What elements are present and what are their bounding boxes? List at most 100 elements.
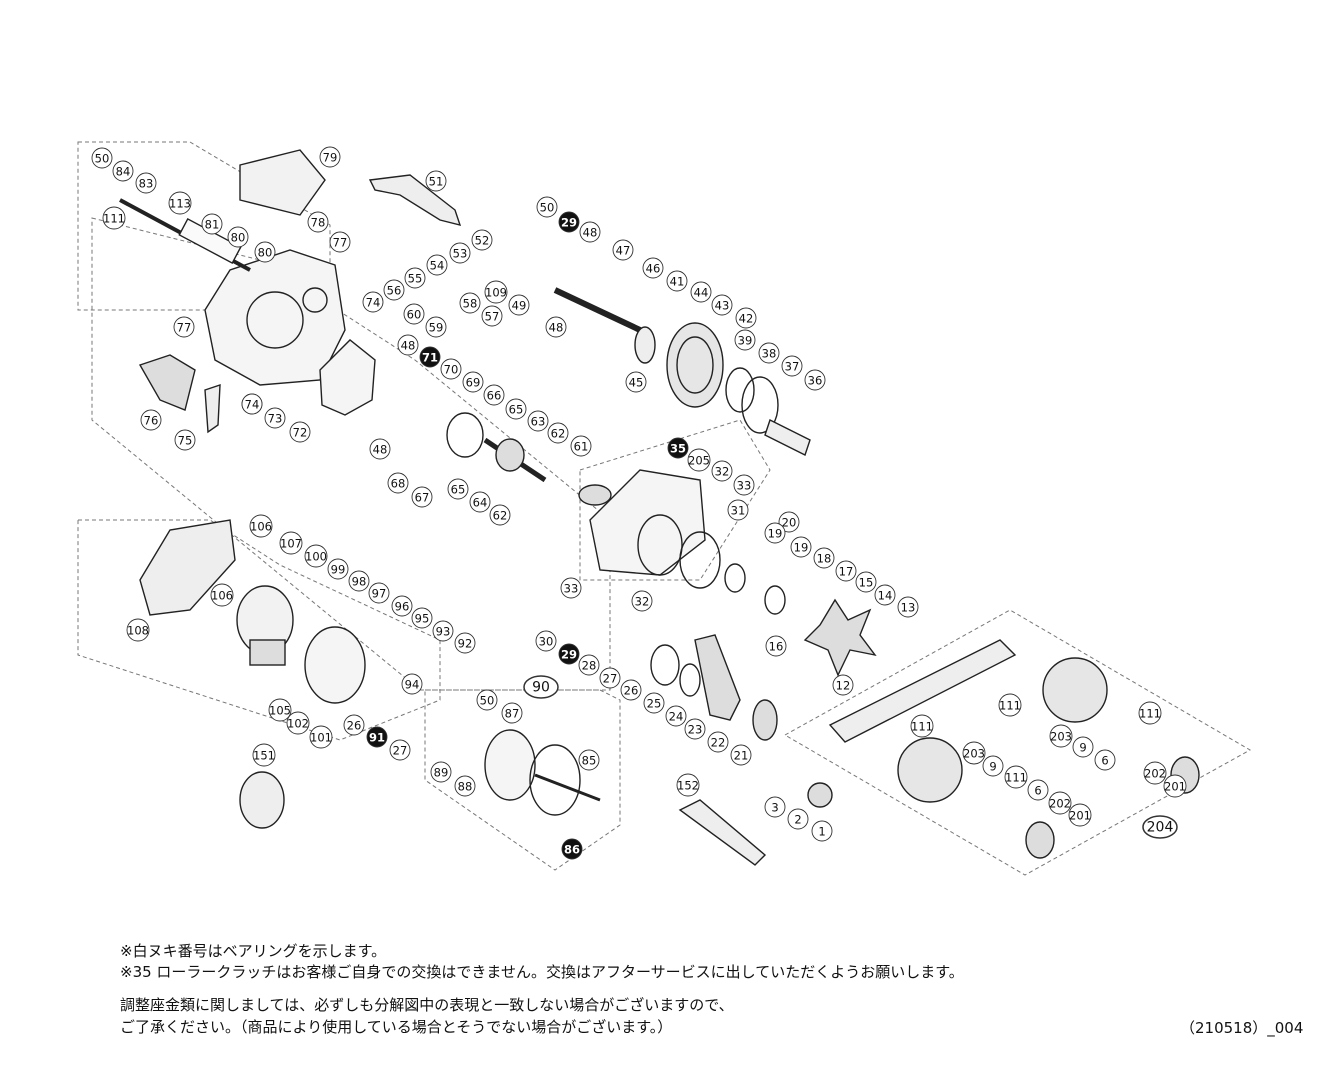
svg-text:6: 6 <box>1034 784 1041 798</box>
part-label-32: 32 <box>631 590 653 612</box>
svg-text:48: 48 <box>583 226 598 240</box>
svg-text:202: 202 <box>1049 797 1071 811</box>
svg-text:38: 38 <box>762 347 777 361</box>
part-label-32: 32 <box>711 460 733 482</box>
part-label-33: 33 <box>733 474 755 496</box>
part-label-74: 74 <box>362 291 384 313</box>
svg-text:41: 41 <box>670 275 685 289</box>
svg-text:45: 45 <box>629 376 644 390</box>
part-label-27: 27 <box>599 667 621 689</box>
part-label-91: 91 <box>366 726 388 748</box>
part-label-35: 35 <box>667 437 689 459</box>
svg-text:35: 35 <box>670 442 686 456</box>
part-label-79: 79 <box>319 146 341 168</box>
svg-text:91: 91 <box>369 731 385 745</box>
part-label-3: 3 <box>764 796 786 818</box>
svg-text:86: 86 <box>564 843 580 857</box>
part-label-202: 202 <box>1048 791 1072 815</box>
svg-text:49: 49 <box>512 299 527 313</box>
svg-text:98: 98 <box>352 575 367 589</box>
part-label-86: 86 <box>561 838 583 860</box>
svg-text:113: 113 <box>169 197 191 211</box>
svg-text:93: 93 <box>436 625 451 639</box>
svg-text:80: 80 <box>258 246 273 260</box>
svg-text:111: 111 <box>103 212 125 226</box>
part-label-61: 61 <box>570 435 592 457</box>
svg-text:17: 17 <box>839 565 854 579</box>
part-label-23: 23 <box>684 718 706 740</box>
svg-text:12: 12 <box>836 679 851 693</box>
svg-text:2: 2 <box>794 813 801 827</box>
svg-text:60: 60 <box>407 308 422 322</box>
part-label-56: 56 <box>383 279 405 301</box>
svg-text:72: 72 <box>293 426 308 440</box>
part-label-41: 41 <box>666 270 688 292</box>
part-label-29: 29 <box>558 643 580 665</box>
svg-text:151: 151 <box>253 749 275 763</box>
svg-text:71: 71 <box>422 351 438 365</box>
svg-text:58: 58 <box>463 297 478 311</box>
svg-text:74: 74 <box>366 296 381 310</box>
svg-text:48: 48 <box>549 321 564 335</box>
part-label-96: 96 <box>391 595 413 617</box>
svg-text:32: 32 <box>715 465 730 479</box>
svg-text:109: 109 <box>485 286 507 300</box>
svg-text:29: 29 <box>561 216 577 230</box>
svg-text:87: 87 <box>505 707 520 721</box>
part-label-59: 59 <box>425 316 447 338</box>
svg-text:67: 67 <box>415 491 430 505</box>
part-label-202: 202 <box>1143 761 1167 785</box>
part-label-75: 75 <box>174 429 196 451</box>
part-label-24: 24 <box>665 705 687 727</box>
svg-text:201: 201 <box>1069 809 1091 823</box>
svg-text:81: 81 <box>205 218 220 232</box>
svg-text:102: 102 <box>287 717 309 731</box>
svg-text:73: 73 <box>268 412 283 426</box>
part-label-205: 205 <box>687 448 711 472</box>
svg-text:30: 30 <box>539 635 554 649</box>
svg-text:203: 203 <box>1050 730 1072 744</box>
svg-text:52: 52 <box>475 234 490 248</box>
part-label-78: 78 <box>307 211 329 233</box>
part-label-50: 50 <box>91 147 113 169</box>
svg-text:39: 39 <box>738 334 753 348</box>
svg-text:88: 88 <box>458 780 473 794</box>
svg-text:204: 204 <box>1147 820 1174 836</box>
part-label-71: 71 <box>419 346 441 368</box>
part-label-6: 6 <box>1094 749 1116 771</box>
part-label-54: 54 <box>426 254 448 276</box>
svg-text:32: 32 <box>635 595 650 609</box>
svg-text:107: 107 <box>280 537 302 551</box>
svg-text:106: 106 <box>211 589 233 603</box>
svg-text:28: 28 <box>582 659 597 673</box>
part-label-80: 80 <box>227 226 249 248</box>
part-label-16: 16 <box>765 635 787 657</box>
part-label-53: 53 <box>449 242 471 264</box>
part-label-67: 67 <box>411 486 433 508</box>
part-label-76: 76 <box>140 409 162 431</box>
part-labels: 1236912131415161718192021222324252627282… <box>91 146 1187 860</box>
part-label-29: 29 <box>558 211 580 233</box>
svg-text:50: 50 <box>540 201 555 215</box>
svg-text:108: 108 <box>127 624 149 638</box>
part-label-9: 9 <box>1072 736 1094 758</box>
part-label-52: 52 <box>471 229 493 251</box>
svg-text:203: 203 <box>963 747 985 761</box>
part-label-95: 95 <box>411 607 433 629</box>
svg-text:15: 15 <box>859 576 874 590</box>
bearing-note: ※白ヌキ番号はベアリングを示します。 <box>120 942 387 960</box>
svg-text:105: 105 <box>269 704 291 718</box>
part-label-81: 81 <box>201 213 223 235</box>
part-label-51: 51 <box>425 170 447 192</box>
part-label-84: 84 <box>112 160 134 182</box>
part-label-73: 73 <box>264 407 286 429</box>
part-label-20: 20 <box>778 511 800 533</box>
part-label-45: 45 <box>625 371 647 393</box>
part-label-111: 111 <box>1004 765 1028 789</box>
svg-text:65: 65 <box>451 483 466 497</box>
svg-text:16: 16 <box>769 640 784 654</box>
part-label-64: 64 <box>469 491 491 513</box>
part-label-48: 48 <box>397 334 419 356</box>
svg-text:96: 96 <box>395 600 410 614</box>
part-label-44: 44 <box>690 281 712 303</box>
